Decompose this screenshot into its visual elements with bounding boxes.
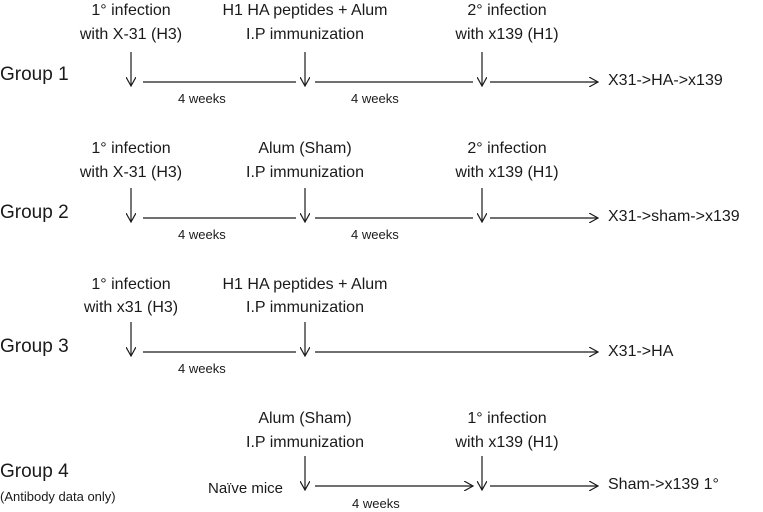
group-4-event-2-line-1: 1° infection [467, 410, 547, 427]
group-4-interval-1: 4 weeks [352, 496, 400, 511]
group-4-note: (Antibody data only) [0, 489, 116, 504]
group-1-event-1-line-1: 1° infection [91, 2, 171, 19]
group-1-outcome: X31->HA->x139 [608, 72, 723, 89]
group-1-interval-1: 4 weeks [178, 91, 226, 106]
group-3-timeline [131, 322, 598, 356]
group-4-event-1-line-2: I.P immunization [246, 434, 364, 451]
group-2-event-2-line-2: I.P immunization [246, 164, 364, 181]
group-1-event-3-line-2: with x139 (H1) [455, 26, 559, 43]
group-1-timeline [131, 52, 598, 86]
group-3-interval-1: 4 weeks [178, 361, 226, 376]
group-3-event-1-line-2: with x31 (H3) [83, 299, 179, 316]
group-4-timeline [305, 456, 598, 490]
group-3-event-2-line-2: I.P immunization [246, 299, 364, 316]
group-1-title: Group 1 [0, 64, 69, 85]
group-2-event-3-line-1: 2° infection [467, 140, 547, 157]
group-3-title: Group 3 [0, 336, 69, 357]
group-4-event-2-line-2: with x139 (H1) [455, 434, 559, 451]
group-3-event-1-line-1: 1° infection [91, 276, 171, 293]
group-4-event-1-line-1: Alum (Sham) [258, 410, 352, 427]
group-3-event-2-line-1: H1 HA peptides + Alum [222, 276, 388, 293]
group-2-timeline [131, 188, 598, 222]
group-2-interval-2: 4 weeks [351, 227, 399, 242]
group-2-outcome: X31->sham->x139 [608, 208, 740, 225]
group-1-event-2-line-1: H1 HA peptides + Alum [222, 2, 388, 19]
group-1-event-3-line-1: 2° infection [467, 2, 547, 19]
group-1-event-1-line-2: with X-31 (H3) [79, 26, 183, 43]
group-2-event-1-line-1: 1° infection [91, 140, 171, 157]
group-1-event-2-line-2: I.P immunization [246, 26, 364, 43]
group-1-interval-2: 4 weeks [351, 91, 399, 106]
group-2-title: Group 2 [0, 202, 69, 223]
group-4-start-label: Naïve mice [208, 480, 284, 497]
group-4-outcome: Sham->x139 1° [608, 476, 719, 493]
group-4-title: Group 4 [0, 461, 69, 482]
group-2-event-2-line-1: Alum (Sham) [258, 140, 352, 157]
group-3-outcome: X31->HA [608, 343, 674, 360]
group-2-interval-1: 4 weeks [178, 227, 226, 242]
group-2-event-1-line-2: with X-31 (H3) [79, 164, 183, 181]
group-2-event-3-line-2: with x139 (H1) [455, 164, 559, 181]
